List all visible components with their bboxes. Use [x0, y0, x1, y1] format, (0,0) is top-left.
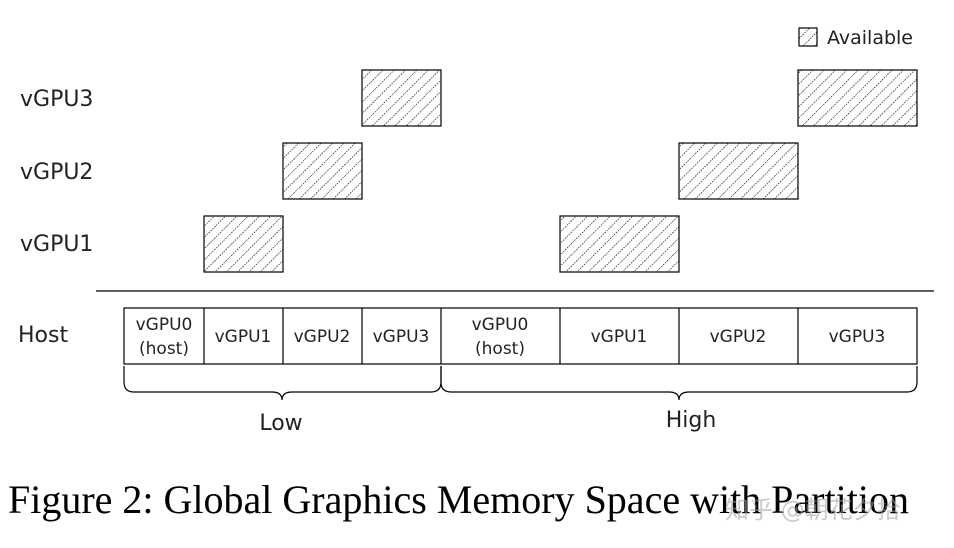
row-label-vgpu3: vGPU3	[20, 87, 93, 112]
row-label-vgpu1: vGPU1	[20, 232, 93, 257]
legend: Available	[798, 27, 913, 49]
host-label: Host	[18, 323, 68, 348]
high-label: High	[666, 408, 717, 433]
vgpu1-low-block	[203, 215, 284, 273]
low-cell-3: vGPU3	[373, 327, 430, 347]
high-cell-2: vGPU2	[710, 327, 767, 347]
low-cell-0-line1: vGPU0	[136, 315, 193, 335]
low-cell-1: vGPU1	[215, 327, 272, 347]
vgpu3-high-block	[797, 69, 918, 127]
vgpu1-high-block	[559, 215, 680, 273]
high-cell-0-line2: (host)	[475, 339, 525, 359]
legend-label: Available	[827, 27, 913, 49]
vgpu2-low-block	[282, 142, 363, 200]
vgpu3-low-block	[361, 69, 442, 127]
low-cell-2: vGPU2	[294, 327, 351, 347]
low-bracket	[123, 366, 442, 401]
watermark: 知乎 @朝花夕拾	[725, 496, 901, 524]
high-cell-1: vGPU1	[591, 327, 648, 347]
high-cell-3: vGPU3	[829, 327, 886, 347]
legend-swatch	[798, 27, 818, 47]
figure-caption: Figure 2: Global Graphics Memory Space w…	[8, 477, 909, 522]
high-cell-0-line1: vGPU0	[472, 315, 529, 335]
low-cell-0-line2: (host)	[139, 339, 189, 359]
vgpu2-high-block	[678, 142, 799, 200]
row-label-vgpu2: vGPU2	[20, 160, 93, 185]
high-bracket	[440, 366, 918, 401]
low-label: Low	[259, 411, 302, 436]
host-memory-bar: vGPU0 (host) vGPU1 vGPU2 vGPU3 vGPU0 (ho…	[123, 307, 918, 365]
